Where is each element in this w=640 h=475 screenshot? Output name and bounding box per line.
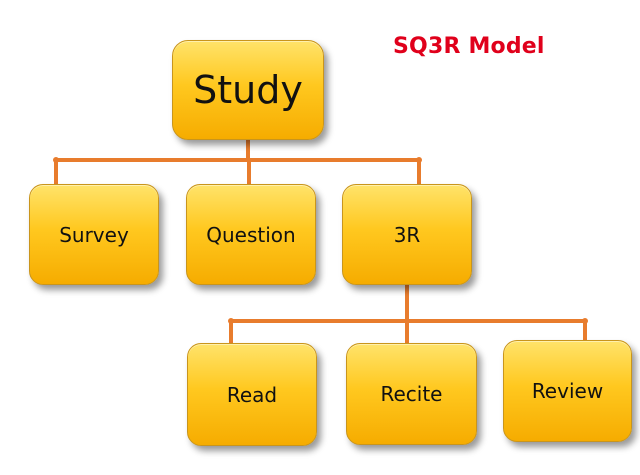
node-read: Read	[187, 343, 317, 446]
node-label: Study	[193, 68, 303, 112]
node-question: Question	[186, 184, 316, 285]
node-study: Study	[172, 40, 324, 140]
node-label: Read	[226, 382, 278, 407]
node-3r: 3R	[342, 184, 472, 285]
node-review: Review	[503, 340, 632, 442]
diagram-title: SQ3R Model	[393, 34, 545, 59]
node-recite: Recite	[346, 343, 477, 445]
node-label: 3R	[393, 222, 421, 247]
node-label: Question	[206, 222, 296, 247]
cap-level2-right	[582, 318, 588, 324]
node-label: Review	[531, 379, 604, 403]
cap-level1-left	[53, 157, 59, 163]
node-survey: Survey	[29, 184, 159, 285]
cap-level2-left	[228, 318, 234, 324]
node-label: Recite	[380, 382, 443, 406]
node-label: Survey	[59, 222, 129, 247]
cap-level1-right	[416, 157, 422, 163]
connector-end-caps	[53, 157, 588, 324]
